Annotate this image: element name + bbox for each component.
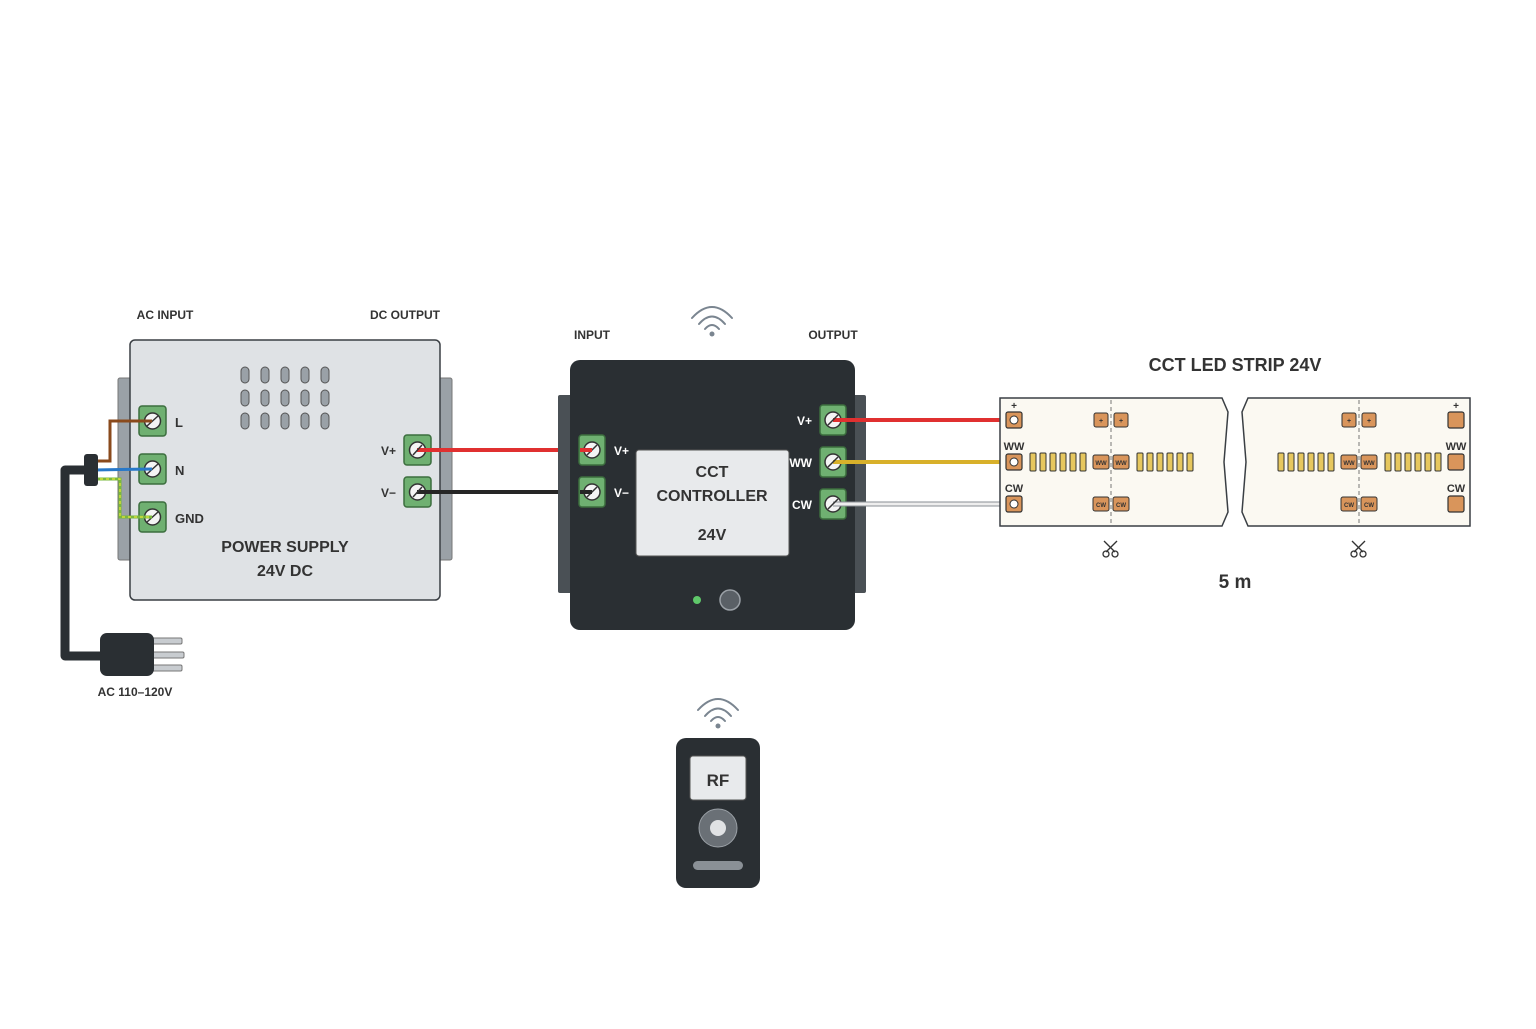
controller-out-vplus-label: V+ xyxy=(797,414,812,428)
power-supply: POWER SUPPLY 24V DC xyxy=(117,339,453,601)
controller-out-ww-label: WW xyxy=(789,456,812,470)
rf-remote[interactable] xyxy=(676,738,760,888)
terminal-n[interactable] xyxy=(138,453,167,485)
ac-plug-label: AC 110–120V xyxy=(98,685,173,699)
strip-pad-cw-label: CW xyxy=(1005,483,1024,495)
svg-text:CW: CW xyxy=(1096,503,1106,509)
controller-out-cw-label: CW xyxy=(792,498,813,512)
remote-label: RF xyxy=(707,771,730,790)
controller-button[interactable] xyxy=(719,589,741,611)
cable-junction xyxy=(84,454,98,486)
cct-controller: CCT CONTROLLER 24V xyxy=(558,360,866,630)
svg-text:CW: CW xyxy=(1364,503,1374,509)
remote-wifi-icon xyxy=(697,698,739,729)
svg-text:+: + xyxy=(1099,418,1103,425)
ac-power-cord xyxy=(60,465,105,661)
svg-text:CW: CW xyxy=(1344,503,1354,509)
svg-text:WW: WW xyxy=(1115,461,1127,467)
svg-text:WW: WW xyxy=(1343,461,1355,467)
psu-title-line2: 24V DC xyxy=(257,563,313,580)
terminal-gnd-label: GND xyxy=(175,511,204,526)
strip-title: CCT LED STRIP 24V xyxy=(1149,355,1322,375)
strip-end-cw-label: CW xyxy=(1447,483,1466,495)
svg-text:WW: WW xyxy=(1363,461,1375,467)
cut-pad-labels-2: + + WW WW CW CW xyxy=(1343,418,1375,509)
strip-pad-ww-label: WW xyxy=(1004,441,1025,453)
led-chips-1 xyxy=(1029,452,1194,472)
psu-vminus-label: V− xyxy=(381,486,396,500)
strip-pad-plus-label: + xyxy=(1011,401,1017,412)
svg-text:+: + xyxy=(1119,418,1123,425)
terminal-n-label: N xyxy=(175,463,184,478)
ac-input-label: AC INPUT xyxy=(137,308,194,322)
led-chips-2 xyxy=(1277,452,1442,472)
dc-output-label: DC OUTPUT xyxy=(370,308,441,322)
strip-end-plus-label: + xyxy=(1453,401,1459,412)
cut-pads-2 xyxy=(1340,412,1378,512)
svg-text:+: + xyxy=(1367,418,1371,425)
psu-title-line1: POWER SUPPLY xyxy=(221,539,349,556)
terminal-l-label: L xyxy=(175,415,183,430)
scissors-icon xyxy=(1350,540,1367,558)
remote-button[interactable] xyxy=(693,861,743,870)
wifi-icon xyxy=(691,306,733,337)
cut-pad-labels-1: + + WW WW CW CW xyxy=(1095,418,1127,509)
strip-input-pads[interactable] xyxy=(1005,411,1023,513)
terminal-l[interactable] xyxy=(138,405,167,437)
cut-pads-1 xyxy=(1092,412,1130,512)
terminal-gnd[interactable] xyxy=(138,501,167,533)
controller-title-line2: CONTROLLER xyxy=(656,488,768,505)
controller-in-vminus-label: V− xyxy=(614,486,629,500)
scissors-icon xyxy=(1102,540,1119,558)
vent-slots xyxy=(240,366,330,430)
controller-input-label: INPUT xyxy=(574,328,611,342)
strip-length: 5 m xyxy=(1219,572,1252,593)
ac-plug[interactable] xyxy=(100,633,185,676)
svg-text:+: + xyxy=(1347,418,1351,425)
strip-end-ww-label: WW xyxy=(1446,441,1467,453)
controller-in-vplus-label: V+ xyxy=(614,444,629,458)
status-led xyxy=(693,596,701,604)
strip-end-pads xyxy=(1447,411,1465,513)
svg-text:WW: WW xyxy=(1095,461,1107,467)
controller-output-label: OUTPUT xyxy=(808,328,858,342)
controller-title-line1: CCT xyxy=(696,464,729,481)
ac-wires xyxy=(93,419,153,519)
psu-vplus-label: V+ xyxy=(381,444,396,458)
strip-wires xyxy=(833,418,1014,507)
controller-voltage: 24V xyxy=(698,527,727,544)
svg-text:CW: CW xyxy=(1116,503,1126,509)
